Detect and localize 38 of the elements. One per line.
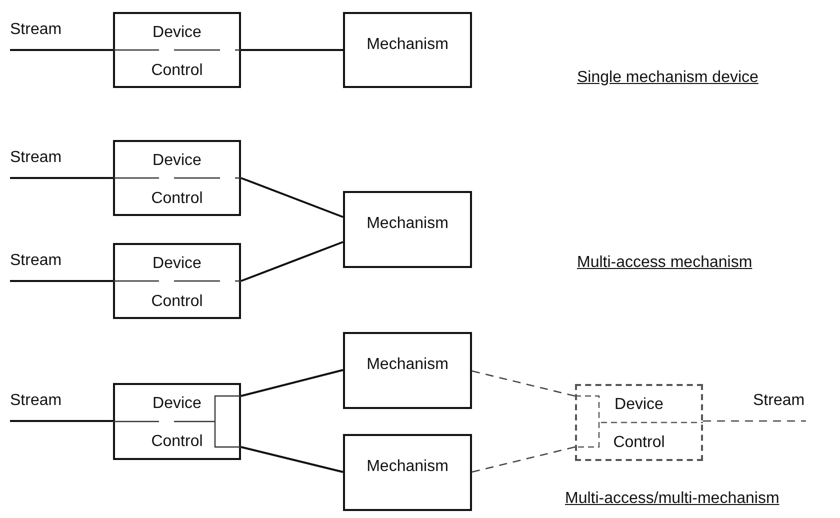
box-label: Mechanism (366, 355, 450, 375)
box-label: Device (152, 394, 202, 414)
dashed-line (472, 446, 576, 473)
connector-line (240, 241, 344, 282)
connector-line (10, 177, 113, 179)
connector-line (10, 49, 113, 51)
box-label: Mechanism (366, 457, 450, 477)
caption: Multi-access mechanism (577, 253, 752, 273)
device-control-box (113, 12, 241, 88)
box-label: Control (150, 189, 204, 209)
device-control-box (575, 384, 703, 461)
box-label: Mechanism (366, 214, 450, 234)
dashed-line (703, 420, 806, 422)
mechanism-box (343, 434, 472, 511)
mechanism-box (343, 191, 472, 268)
connector-line (240, 177, 344, 218)
mechanism-box (343, 332, 472, 409)
connector-line (10, 420, 113, 422)
connector-line (241, 49, 343, 51)
box-label: Control (150, 61, 204, 81)
caption: Multi-access/multi-mechanism (565, 489, 780, 509)
box-label: Control (150, 432, 204, 452)
connector-line (240, 446, 344, 473)
caption: Single mechanism device (577, 68, 758, 88)
box-label: Mechanism (366, 35, 450, 55)
connector-line (10, 280, 113, 282)
dashed-line (472, 370, 576, 397)
device-control-box (113, 383, 241, 460)
device-control-box (113, 140, 241, 216)
box-label: Device (152, 151, 202, 171)
box-label: Control (150, 292, 204, 312)
mechanism-box (343, 12, 472, 88)
box-label: Device (152, 23, 202, 43)
box-label: Control (612, 433, 666, 453)
connector-line (240, 369, 344, 397)
device-control-box (113, 243, 241, 319)
box-label: Device (152, 254, 202, 274)
box-label: Device (614, 395, 664, 415)
